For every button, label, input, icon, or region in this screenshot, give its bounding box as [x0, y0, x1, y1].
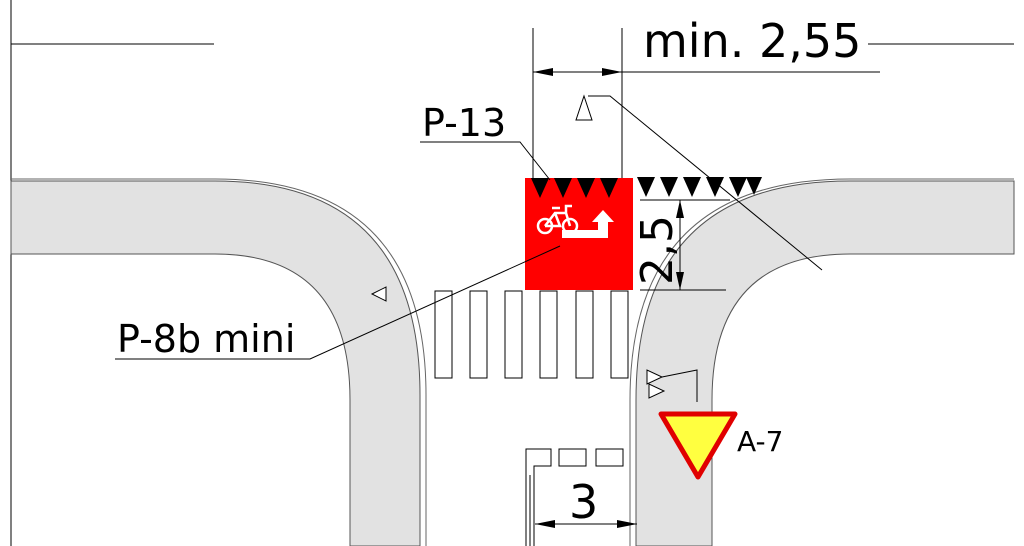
bicycle-symbol-icon — [536, 204, 579, 235]
crossing-stripe — [434, 290, 453, 379]
crossing-stripe — [610, 290, 629, 379]
dimension-top-label: min. 2,55 — [643, 14, 861, 68]
shark-tooth — [554, 178, 572, 198]
sign-marker-left — [370, 286, 387, 302]
shark-tooth — [637, 177, 655, 197]
shark-tooth — [600, 178, 618, 198]
crossing-stripe — [504, 290, 523, 379]
shark-tooth — [660, 177, 678, 197]
curb-left — [10, 180, 421, 546]
dimension-top — [532, 28, 880, 178]
crossing-stripe — [575, 290, 594, 379]
crossing-stripe — [469, 290, 488, 379]
shark-tooth — [577, 178, 595, 198]
yield-triangle-icon — [658, 411, 738, 480]
dimension-side — [640, 199, 730, 291]
shark-tooth — [531, 178, 549, 198]
leader-p13 — [420, 141, 551, 181]
shark-tooth — [683, 177, 701, 197]
shark-tooth — [729, 177, 747, 197]
lane-markings-bottom — [525, 448, 624, 546]
curb-right — [635, 180, 1015, 546]
curb-right-edge — [629, 178, 1014, 546]
dimension-side-label: 2,5 — [632, 215, 683, 285]
lane-dash — [595, 448, 624, 467]
direction-arrow-icon — [562, 210, 614, 238]
sign-marker-a7 — [646, 369, 698, 402]
give-way-markings — [531, 177, 762, 198]
label-p13: P-13 — [422, 101, 506, 145]
crossing-stripe — [539, 290, 558, 379]
label-p8b: P-8b mini — [117, 317, 295, 361]
shark-tooth — [706, 177, 724, 197]
curb-left-edge — [11, 178, 427, 546]
dimension-bottom — [535, 520, 637, 528]
lane-dash — [558, 448, 587, 467]
leader-p8b — [115, 245, 561, 360]
dimension-bottom-label: 3 — [569, 475, 598, 529]
sign-marker-top — [575, 94, 823, 271]
label-a7: A-7 — [737, 425, 783, 458]
pedestrian-crossing — [434, 290, 629, 379]
shark-tooth — [746, 177, 762, 195]
